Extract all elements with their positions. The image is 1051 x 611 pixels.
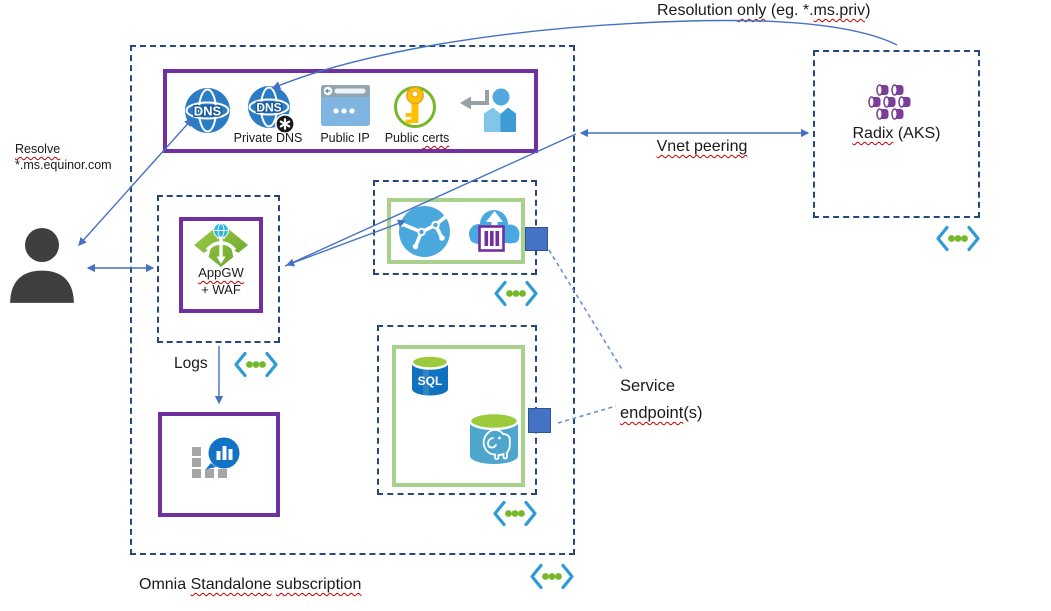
network-globe-icon xyxy=(398,205,451,258)
public-ip-icon xyxy=(321,85,370,126)
subscription-label: Omnia Standalone subscription xyxy=(139,576,362,593)
resolve-annotation: Resolve *.ms.equinor.com xyxy=(15,142,112,172)
resolution-text-mspriv: ms.priv xyxy=(813,2,866,19)
appgw-label-2: + WAF xyxy=(201,282,241,297)
public-certs-icon xyxy=(392,83,438,129)
sql-database-icon: SQL xyxy=(411,355,449,401)
connector-user-dns xyxy=(78,181,137,246)
radix-aks-icon xyxy=(867,84,913,122)
resolution-text-mid: (eg. *. xyxy=(766,2,814,19)
public-certs-label: Public certs xyxy=(384,131,450,145)
private-dns-icon: DNS xyxy=(246,84,296,134)
appgw-vnet-box xyxy=(157,195,280,343)
vnet-icon xyxy=(491,500,539,527)
service-endpoint-square xyxy=(525,227,548,251)
dns-icon: DNS xyxy=(184,87,231,134)
resolution-annotation: Resolution only (eg. *.ms.priv) xyxy=(657,2,870,20)
resolution-text-only: only xyxy=(737,2,767,19)
app-gateway-icon xyxy=(192,221,250,269)
svg-text:DNS: DNS xyxy=(256,101,281,115)
svg-text:SQL: SQL xyxy=(418,374,443,388)
user-icon xyxy=(8,226,76,304)
user-signin-icon xyxy=(459,86,516,132)
log-analytics-icon xyxy=(190,437,246,483)
radix-label: Radix (AKS) xyxy=(852,125,941,142)
postgresql-icon xyxy=(469,412,519,467)
cloud-container-icon xyxy=(465,205,523,253)
resolution-text: Resolution xyxy=(657,2,738,19)
service-endpoint-square xyxy=(528,408,551,433)
svg-text:DNS: DNS xyxy=(194,104,222,119)
private-dns-label: Private DNS xyxy=(233,131,303,145)
vnet-icon xyxy=(232,351,280,378)
service-endpoint-label: Service endpoint(s) xyxy=(620,377,703,422)
resolution-text-post: ) xyxy=(865,2,871,19)
vnet-icon xyxy=(528,563,576,590)
vnet-icon xyxy=(934,225,982,252)
vnet-icon xyxy=(492,280,540,307)
vnet-peering-label: Vnet peering xyxy=(656,138,748,155)
logs-label: Logs xyxy=(174,355,208,372)
appgw-label: AppGW xyxy=(198,265,244,280)
public-ip-label: Public IP xyxy=(320,131,370,145)
